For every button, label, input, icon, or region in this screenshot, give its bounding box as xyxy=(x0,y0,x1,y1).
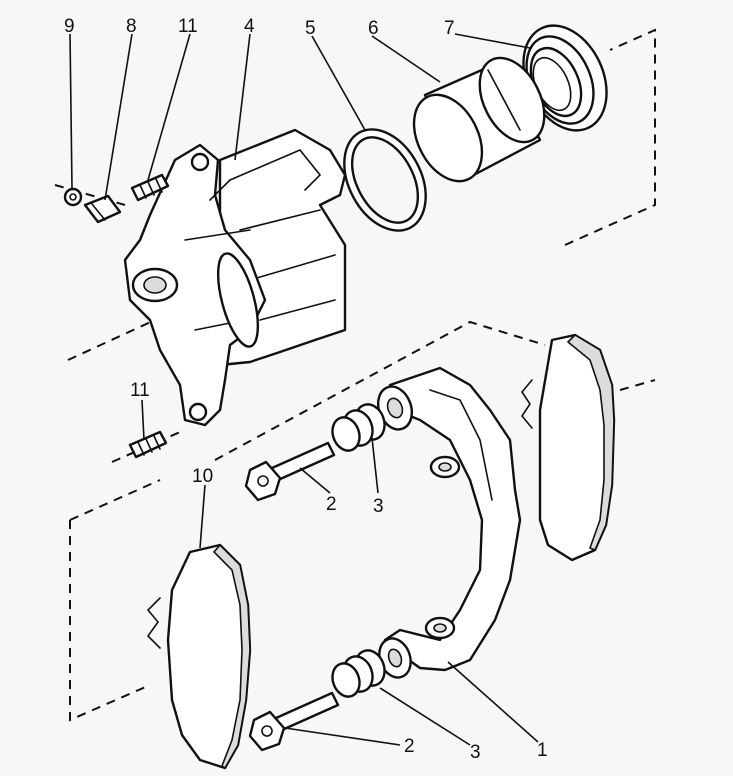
callout-9: 9 xyxy=(64,16,75,37)
brake-pad-inner xyxy=(146,543,252,770)
callout-2-lower: 2 xyxy=(404,736,415,757)
brake-pad-outer xyxy=(521,333,616,562)
callout-leaders xyxy=(69,33,539,746)
callout-11-lower: 11 xyxy=(130,380,150,401)
guide-pin-lower xyxy=(248,691,340,752)
bleed-nipple xyxy=(83,194,122,224)
callout-10: 10 xyxy=(192,466,213,487)
callout-3-lower: 3 xyxy=(470,742,481,763)
callout-4: 4 xyxy=(244,16,255,37)
callout-2-upper: 2 xyxy=(326,494,337,515)
piston-seal xyxy=(343,128,427,232)
callout-5: 5 xyxy=(305,18,316,39)
callout-8: 8 xyxy=(126,16,137,37)
piston xyxy=(412,56,546,183)
guide-pin-upper xyxy=(244,441,336,502)
guide-bolt-lower xyxy=(128,430,168,459)
caliper-body xyxy=(123,128,347,427)
callout-1: 1 xyxy=(537,740,548,761)
callout-3-upper: 3 xyxy=(373,496,384,517)
callout-11-upper: 11 xyxy=(178,16,198,37)
caliper-carrier-bracket xyxy=(376,366,522,679)
bleed-screw-cap xyxy=(63,187,83,207)
callout-7: 7 xyxy=(444,18,455,39)
guide-pin-boot-lower xyxy=(331,649,386,698)
callout-6: 6 xyxy=(368,18,379,39)
guide-bolt-upper xyxy=(130,173,170,202)
callout-labels: 9 8 11 4 5 6 7 11 10 2 3 2 3 1 xyxy=(64,16,548,763)
guide-pin-boot-upper xyxy=(331,403,386,452)
